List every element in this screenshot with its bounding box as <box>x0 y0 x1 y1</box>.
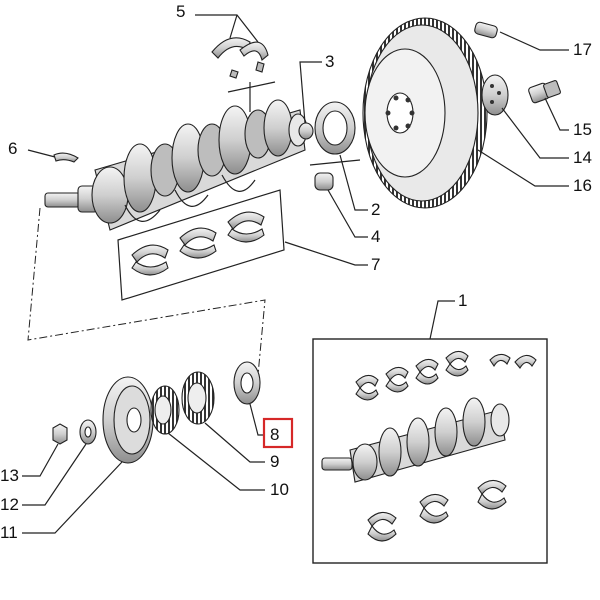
leader-lines <box>22 14 569 534</box>
pin-part <box>314 172 334 191</box>
bolt-plate-part <box>481 74 509 116</box>
callout-label-14: 14 <box>573 148 592 167</box>
callout-labels: 5 3 6 17 15 14 16 2 4 7 1 8 9 10 13 12 1… <box>0 2 592 542</box>
bushing-part <box>298 122 314 140</box>
callout-label-8: 8 <box>270 425 279 444</box>
dowel-pin-part <box>474 21 498 39</box>
crankshaft-main <box>44 99 308 231</box>
highlight-box-callout-8 <box>262 417 294 449</box>
callout-label-15: 15 <box>573 120 592 139</box>
pulley-part <box>102 376 154 464</box>
callout-label-10: 10 <box>270 480 289 499</box>
callout-label-11: 11 <box>0 523 18 542</box>
inset-assembly-box <box>312 338 548 564</box>
callout-label-3: 3 <box>325 52 334 71</box>
thrust-washers-part <box>211 37 269 79</box>
flywheel-part <box>362 17 488 209</box>
oil-seal-part <box>314 101 356 155</box>
assembly-guide-lines <box>27 207 266 376</box>
callout-label-6: 6 <box>8 139 17 158</box>
callout-label-13: 13 <box>0 466 19 485</box>
callout-label-4: 4 <box>371 227 380 246</box>
callout-label-2: 2 <box>371 200 380 219</box>
callout-label-12: 12 <box>0 495 19 514</box>
callout-label-5: 5 <box>176 2 185 21</box>
woodruff-key-part <box>53 152 79 163</box>
washer-part <box>79 419 97 445</box>
bearing-shells-part <box>117 189 285 301</box>
callout-label-7: 7 <box>371 255 380 274</box>
spacer-washer-part <box>233 361 261 405</box>
callout-label-1: 1 <box>458 291 467 310</box>
timing-gear-large-part <box>181 371 215 425</box>
timing-gear-small-part <box>150 385 180 435</box>
nut-part <box>52 423 68 445</box>
callout-label-17: 17 <box>573 40 592 59</box>
flywheel-bolt-part <box>528 80 561 104</box>
callout-label-9: 9 <box>270 452 279 471</box>
callout-label-16: 16 <box>573 176 592 195</box>
